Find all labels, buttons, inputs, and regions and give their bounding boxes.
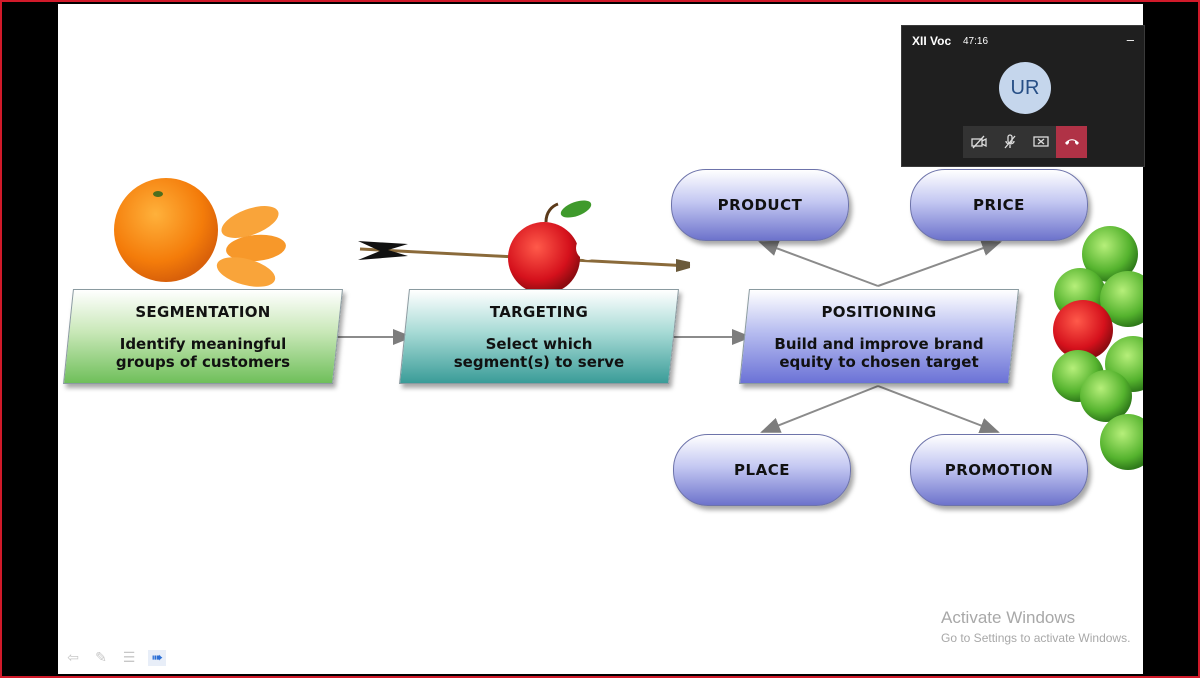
hang-up-button[interactable] <box>1056 126 1087 158</box>
price-pill: PRICE <box>910 169 1088 241</box>
positioning-line2: equity to chosen target <box>779 352 979 371</box>
targeting-line1: Select which <box>485 334 593 353</box>
slideshow-nav: ⇦ ✎ ☰ ➠ <box>64 650 166 666</box>
camera-off-icon <box>970 135 987 149</box>
arrow-to-price <box>877 240 1002 287</box>
minimize-button[interactable]: – <box>1126 32 1134 47</box>
product-pill: PRODUCT <box>671 169 849 241</box>
activate-windows-title: Activate Windows <box>941 608 1076 627</box>
arrow-to-place <box>760 385 879 433</box>
promotion-pill: PROMOTION <box>910 434 1088 506</box>
avatar: UR <box>999 62 1051 114</box>
presentation-slide: SEGMENTATION Identify meaningful groups … <box>58 4 1143 674</box>
call-timer: 47:16 <box>963 36 989 47</box>
call-controls <box>963 126 1087 158</box>
positioning-title: POSITIONING <box>821 302 937 321</box>
call-title: XII Voc <box>912 34 952 48</box>
back-arrow-icon[interactable]: ⇦ <box>67 650 79 666</box>
mic-off-icon <box>1004 134 1015 149</box>
segmentation-box: SEGMENTATION Identify meaningful groups … <box>63 289 343 384</box>
pen-icon[interactable]: ✎ <box>95 650 107 666</box>
activate-windows-subtitle: Go to Settings to activate Windows. <box>941 631 1131 645</box>
segmentation-line2: groups of customers <box>115 352 291 371</box>
orange-image <box>114 178 286 287</box>
positioning-box: POSITIONING Build and improve brand equi… <box>739 289 1019 384</box>
segmentation-line1: Identify meaningful <box>119 334 287 353</box>
apple-arrow-image <box>358 200 691 294</box>
targeting-box: TARGETING Select which segment(s) to ser… <box>399 289 679 384</box>
segmentation-title: SEGMENTATION <box>135 302 271 321</box>
hang-up-icon <box>1064 139 1079 145</box>
call-overlay: XII Voc 47:16 – UR <box>901 25 1145 167</box>
menu-icon[interactable]: ☰ <box>122 650 136 666</box>
positioning-line1: Build and improve brand <box>774 334 984 353</box>
forward-arrow-icon[interactable]: ➠ <box>148 650 166 666</box>
mute-button[interactable] <box>994 126 1025 158</box>
targeting-title: TARGETING <box>489 302 589 321</box>
arrow-to-promotion <box>877 385 1000 434</box>
arrow-to-product <box>758 240 879 287</box>
camera-off-button[interactable] <box>963 126 994 158</box>
targeting-line2: segment(s) to serve <box>453 352 625 371</box>
screen-share-icon <box>1032 136 1049 147</box>
stop-share-button[interactable] <box>1025 126 1056 158</box>
place-pill: PLACE <box>673 434 851 506</box>
diagram-connectors <box>114 178 1143 470</box>
apples-pile-image <box>1052 226 1143 470</box>
